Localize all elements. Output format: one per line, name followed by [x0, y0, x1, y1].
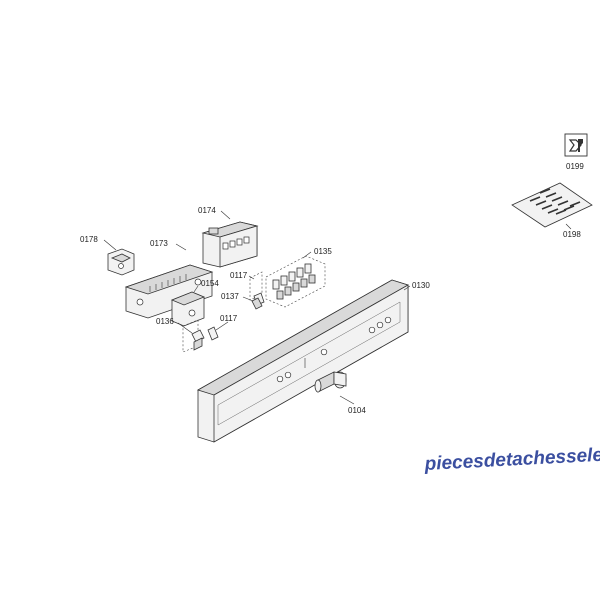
part-label-0130: 0130	[412, 281, 430, 290]
part-0178-bracket	[107, 248, 135, 276]
part-label-0154: 0154	[201, 279, 219, 288]
part-label-0174: 0174	[198, 206, 216, 215]
part-0174-control-module	[201, 221, 259, 268]
part-0173-panel-frame	[124, 264, 214, 319]
part-0154-module	[170, 291, 206, 327]
part-0117-cap-lower	[207, 326, 219, 341]
part-label-0173: 0173	[150, 239, 168, 248]
part-label-0136: 0136	[156, 317, 174, 326]
part-0136-bracket	[182, 319, 205, 353]
part-label-0137: 0137	[221, 292, 239, 301]
part-0104-control-knob	[314, 371, 347, 393]
part-label-0198: 0198	[563, 230, 581, 239]
part-label-0104: 0104	[348, 406, 366, 415]
part-0130-front-panel	[197, 279, 409, 443]
tool-icon	[564, 133, 588, 157]
part-label-0178: 0178	[80, 235, 98, 244]
part-0135-switch-group	[265, 255, 326, 308]
part-label-0199: 0199	[566, 162, 584, 171]
part-label-0117-upper: 0117	[230, 271, 248, 280]
part-label-0117-lower: 0117	[220, 314, 238, 323]
wiring-plan-icon	[511, 182, 593, 228]
part-0137-clip	[251, 297, 263, 310]
part-label-0135: 0135	[314, 247, 332, 256]
watermark-text: piecesdetachesselec.com	[423, 442, 600, 475]
